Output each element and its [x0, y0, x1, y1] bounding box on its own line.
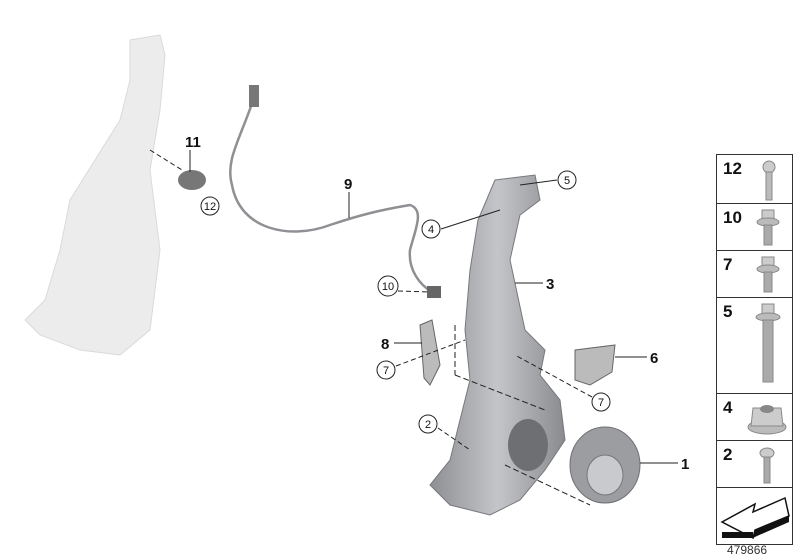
legend-number: 7: [723, 255, 733, 274]
callout-2: 2: [425, 419, 431, 431]
diagram-id: 479866: [727, 543, 768, 557]
sensor-head: [427, 286, 441, 298]
callout-6: 6: [650, 350, 658, 367]
legend-item-12: 12: [717, 155, 792, 204]
bracket-8: [419, 319, 441, 386]
sensor-cable: [229, 94, 433, 294]
callout-5: 5: [564, 175, 570, 187]
callout-4: 4: [428, 224, 434, 236]
callout-12: 12: [204, 201, 216, 213]
legend-number: 10: [723, 208, 742, 227]
torx-bolt-icon: [762, 160, 776, 201]
front-direction-arrow-icon: [720, 496, 790, 540]
legend-item-7: 7: [717, 251, 792, 298]
ghost-grommet: [178, 170, 206, 190]
legend-number: 12: [723, 159, 742, 178]
hex-flange-bolt-icon: [756, 256, 780, 293]
callout-10: 10: [382, 281, 394, 293]
legend-item-10: 10: [717, 204, 792, 251]
legend-number: 2: [723, 445, 733, 464]
legend-item-5: 5: [717, 298, 792, 394]
legend-item-2: 2: [717, 441, 792, 488]
wheel-hub: [569, 426, 641, 504]
callout-7-left: 7: [383, 365, 389, 377]
callout-3: 3: [546, 276, 554, 293]
hex-flange-nut-icon: [747, 405, 787, 435]
callout-7-right: 7: [598, 397, 604, 409]
knuckle-bore: [508, 419, 548, 471]
callout-9: 9: [344, 176, 352, 193]
sensor-plug: [249, 85, 259, 107]
legend-direction: [717, 488, 792, 544]
flange-torx-bolt-icon: [756, 209, 780, 246]
ghost-steering-knuckle: [24, 34, 166, 356]
callout-1: 1: [681, 456, 689, 473]
legend-item-4: 4: [717, 394, 792, 441]
callout-8: 8: [381, 336, 389, 353]
pan-head-screw-icon: [759, 447, 775, 484]
leader-lines: [149, 149, 678, 506]
long-torx-bolt-icon: [755, 303, 781, 383]
parts-legend: 12 10 7 5 4 2: [716, 154, 793, 545]
legend-number: 4: [723, 398, 733, 417]
legend-number: 5: [723, 302, 733, 321]
callout-11: 11: [185, 134, 201, 151]
bracket-6: [574, 344, 616, 386]
